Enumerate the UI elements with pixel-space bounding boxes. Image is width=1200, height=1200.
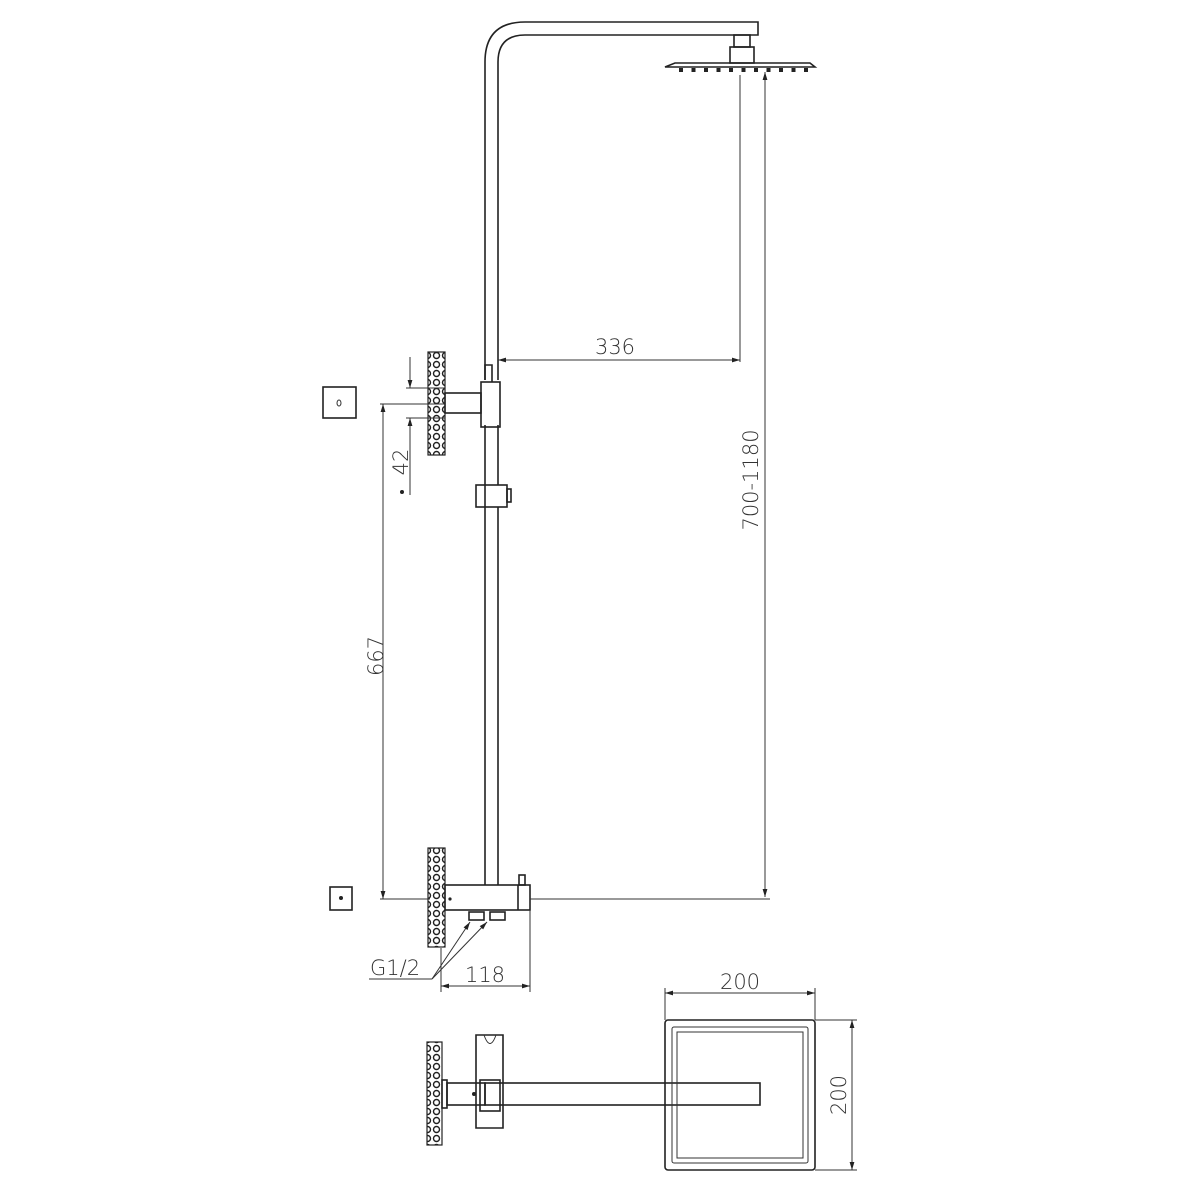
dimension-label-height-range: 700-1180 [739,429,763,530]
dimension-336: 336 [498,75,741,363]
dimension-label-head-width: 200 [720,970,760,994]
nozzle [716,68,721,72]
wall-hatch [426,1041,443,1146]
dimension-700-1180: 700-1180 [530,72,770,900]
nozzle [729,68,733,72]
top-wall-bracket [322,351,512,508]
dimension-label-head-depth: 200 [827,1075,851,1115]
nozzle [679,68,683,72]
nozzle [766,68,771,72]
dimension-118: 118 [440,910,531,992]
nozzle [791,68,796,72]
dimension-head-depth: 200 [815,1019,857,1171]
dimension-label-mixer-depth: 118 [465,963,505,987]
dimension-label-thread: G1/2 [370,956,420,980]
nozzle [804,68,808,72]
slider [475,484,508,508]
nozzles [679,68,808,72]
nozzle [704,68,708,72]
riser-pipe [484,21,759,885]
dimension-label-mounting-height: 667 [364,636,388,676]
nozzle [691,68,696,72]
dimension-667: 667 [364,403,445,900]
mixer-valve [329,847,531,948]
nozzle [779,68,783,72]
top-view [426,1019,816,1171]
dimension-label-arm-reach: 336 [595,335,635,359]
wall-plate-bottom [329,886,353,911]
dimension-head-width: 200 [664,970,816,1020]
nozzle [754,68,758,72]
wall-plate-top [322,386,357,419]
dimension-42: 42 [389,357,445,495]
nozzle [741,68,746,72]
wall-hatch [427,847,446,948]
shower-head-side [664,34,818,72]
dimension-label-bracket-offset: 42 [389,449,413,476]
